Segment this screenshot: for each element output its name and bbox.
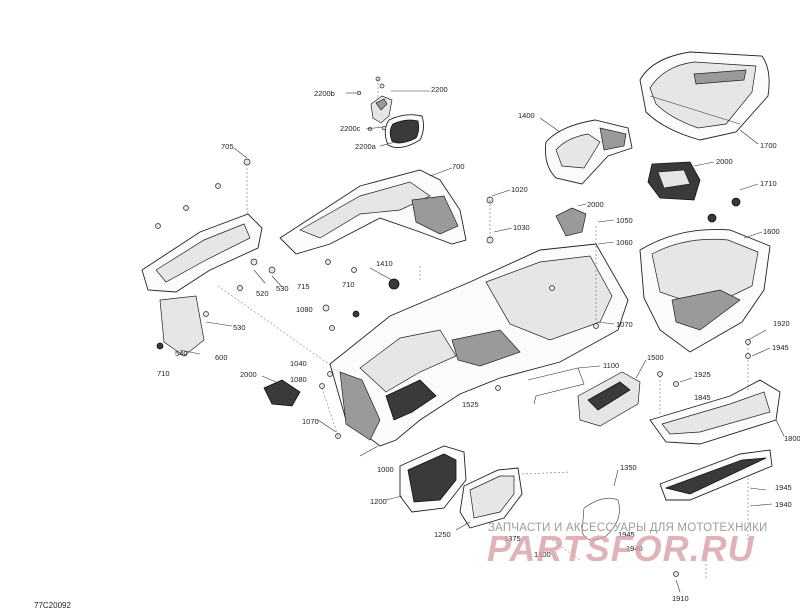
callout-c1200: 1200 <box>370 497 387 506</box>
callout-c2200a: 2200a <box>355 142 377 151</box>
callout-c2000b: 2000 <box>587 200 604 209</box>
part-2000-bracket-mid <box>555 203 587 237</box>
watermark-tagline: ЗАПЧАСТИ И АКСЕССУАРЫ ДЛЯ МОТОТЕХНИКИ <box>488 522 768 534</box>
callout-c710b: 710 <box>157 369 170 378</box>
callout-c1410: 1410 <box>376 259 393 268</box>
callout-c1060a: 1060 <box>616 238 633 247</box>
callout-c1920: 1920 <box>773 319 790 328</box>
callout-c1525: 1525 <box>462 400 479 409</box>
part-705-left-rail <box>141 147 263 357</box>
callout-c1945c: 1945 <box>618 530 635 539</box>
callout-c1700: 1700 <box>760 141 777 150</box>
part-1350-lens <box>551 469 620 561</box>
watermark-logo: PARTSFOR.RU <box>487 528 755 569</box>
callout-c520: 520 <box>256 289 269 298</box>
callout-c1800: 1800 <box>784 434 800 443</box>
callout-c1050: 1050 <box>616 216 633 225</box>
diagram-id-label: 77C20092 <box>34 601 71 610</box>
callout-c1100: 1100 <box>603 361 619 370</box>
callout-c1375: 1375 <box>504 534 521 543</box>
part-1700-lid <box>639 51 770 145</box>
part-1200-bezel <box>385 445 467 513</box>
callout-c1910: 1910 <box>672 594 689 603</box>
callout-c1080b: 1080 <box>290 375 307 384</box>
part-1800-lower-assembly <box>649 329 785 593</box>
callout-c1600: 1600 <box>763 227 780 236</box>
callout-c540: 540 <box>175 349 188 358</box>
callout-c1945b: 1945 <box>775 483 792 492</box>
callout-c1000: 1000 <box>377 465 394 474</box>
callout-c2200: 2200 <box>431 85 448 94</box>
part-1250-bezel <box>455 467 571 531</box>
callout-c1070a: 1070 <box>616 320 633 329</box>
callout-c1500: 1500 <box>647 353 664 362</box>
callout-c700: 700 <box>452 162 465 171</box>
part-1500-cluster <box>577 359 647 427</box>
callout-c1300: 1300 <box>534 550 551 559</box>
part-1000-dash-frame <box>329 189 629 457</box>
callout-c2000a: 2000 <box>716 157 733 166</box>
callout-c1940b: 1940 <box>626 544 643 553</box>
part-2200-assembly <box>346 76 430 149</box>
part-1100-bracket <box>527 365 601 405</box>
part-1400-cover <box>539 117 633 185</box>
part-1600-storage-bin <box>639 183 771 353</box>
callout-c710a: 710 <box>342 280 355 289</box>
part-700-upper-rail <box>279 167 467 255</box>
callout-c1040: 1040 <box>290 359 307 368</box>
callout-c1250: 1250 <box>434 530 451 539</box>
callout-c1945a: 1945 <box>772 343 789 352</box>
callout-c715: 715 <box>297 282 310 291</box>
callout-c530b: 530 <box>233 323 246 332</box>
part-2000-bracket-upper <box>647 161 715 201</box>
callout-c600: 600 <box>215 353 228 362</box>
callout-c1400: 1400 <box>518 111 535 120</box>
callout-c1020: 1020 <box>511 185 528 194</box>
small-hardware-left <box>156 258 360 373</box>
callout-c1925: 1925 <box>694 370 711 379</box>
callout-c1845: 1845 <box>694 393 711 402</box>
callout-c1030: 1030 <box>513 223 530 232</box>
callout-c2000c: 2000 <box>240 370 257 379</box>
callout-labels: 2200b 2200 2200c 2200a 1400 1700 705 700 2000 171… <box>157 85 800 603</box>
callout-c2200c: 2200c <box>340 124 361 133</box>
callout-c1710: 1710 <box>760 179 777 188</box>
callout-c705: 705 <box>221 142 234 151</box>
callout-c1350: 1350 <box>620 463 637 472</box>
callout-c530a: 530 <box>276 284 289 293</box>
callout-c2200b: 2200b <box>314 89 335 98</box>
callout-c1080a: 1080 <box>296 305 313 314</box>
callout-c1940a: 1940 <box>775 500 792 509</box>
callout-c1070b: 1070 <box>302 417 319 426</box>
part-2000-bracket-lower <box>261 371 341 439</box>
